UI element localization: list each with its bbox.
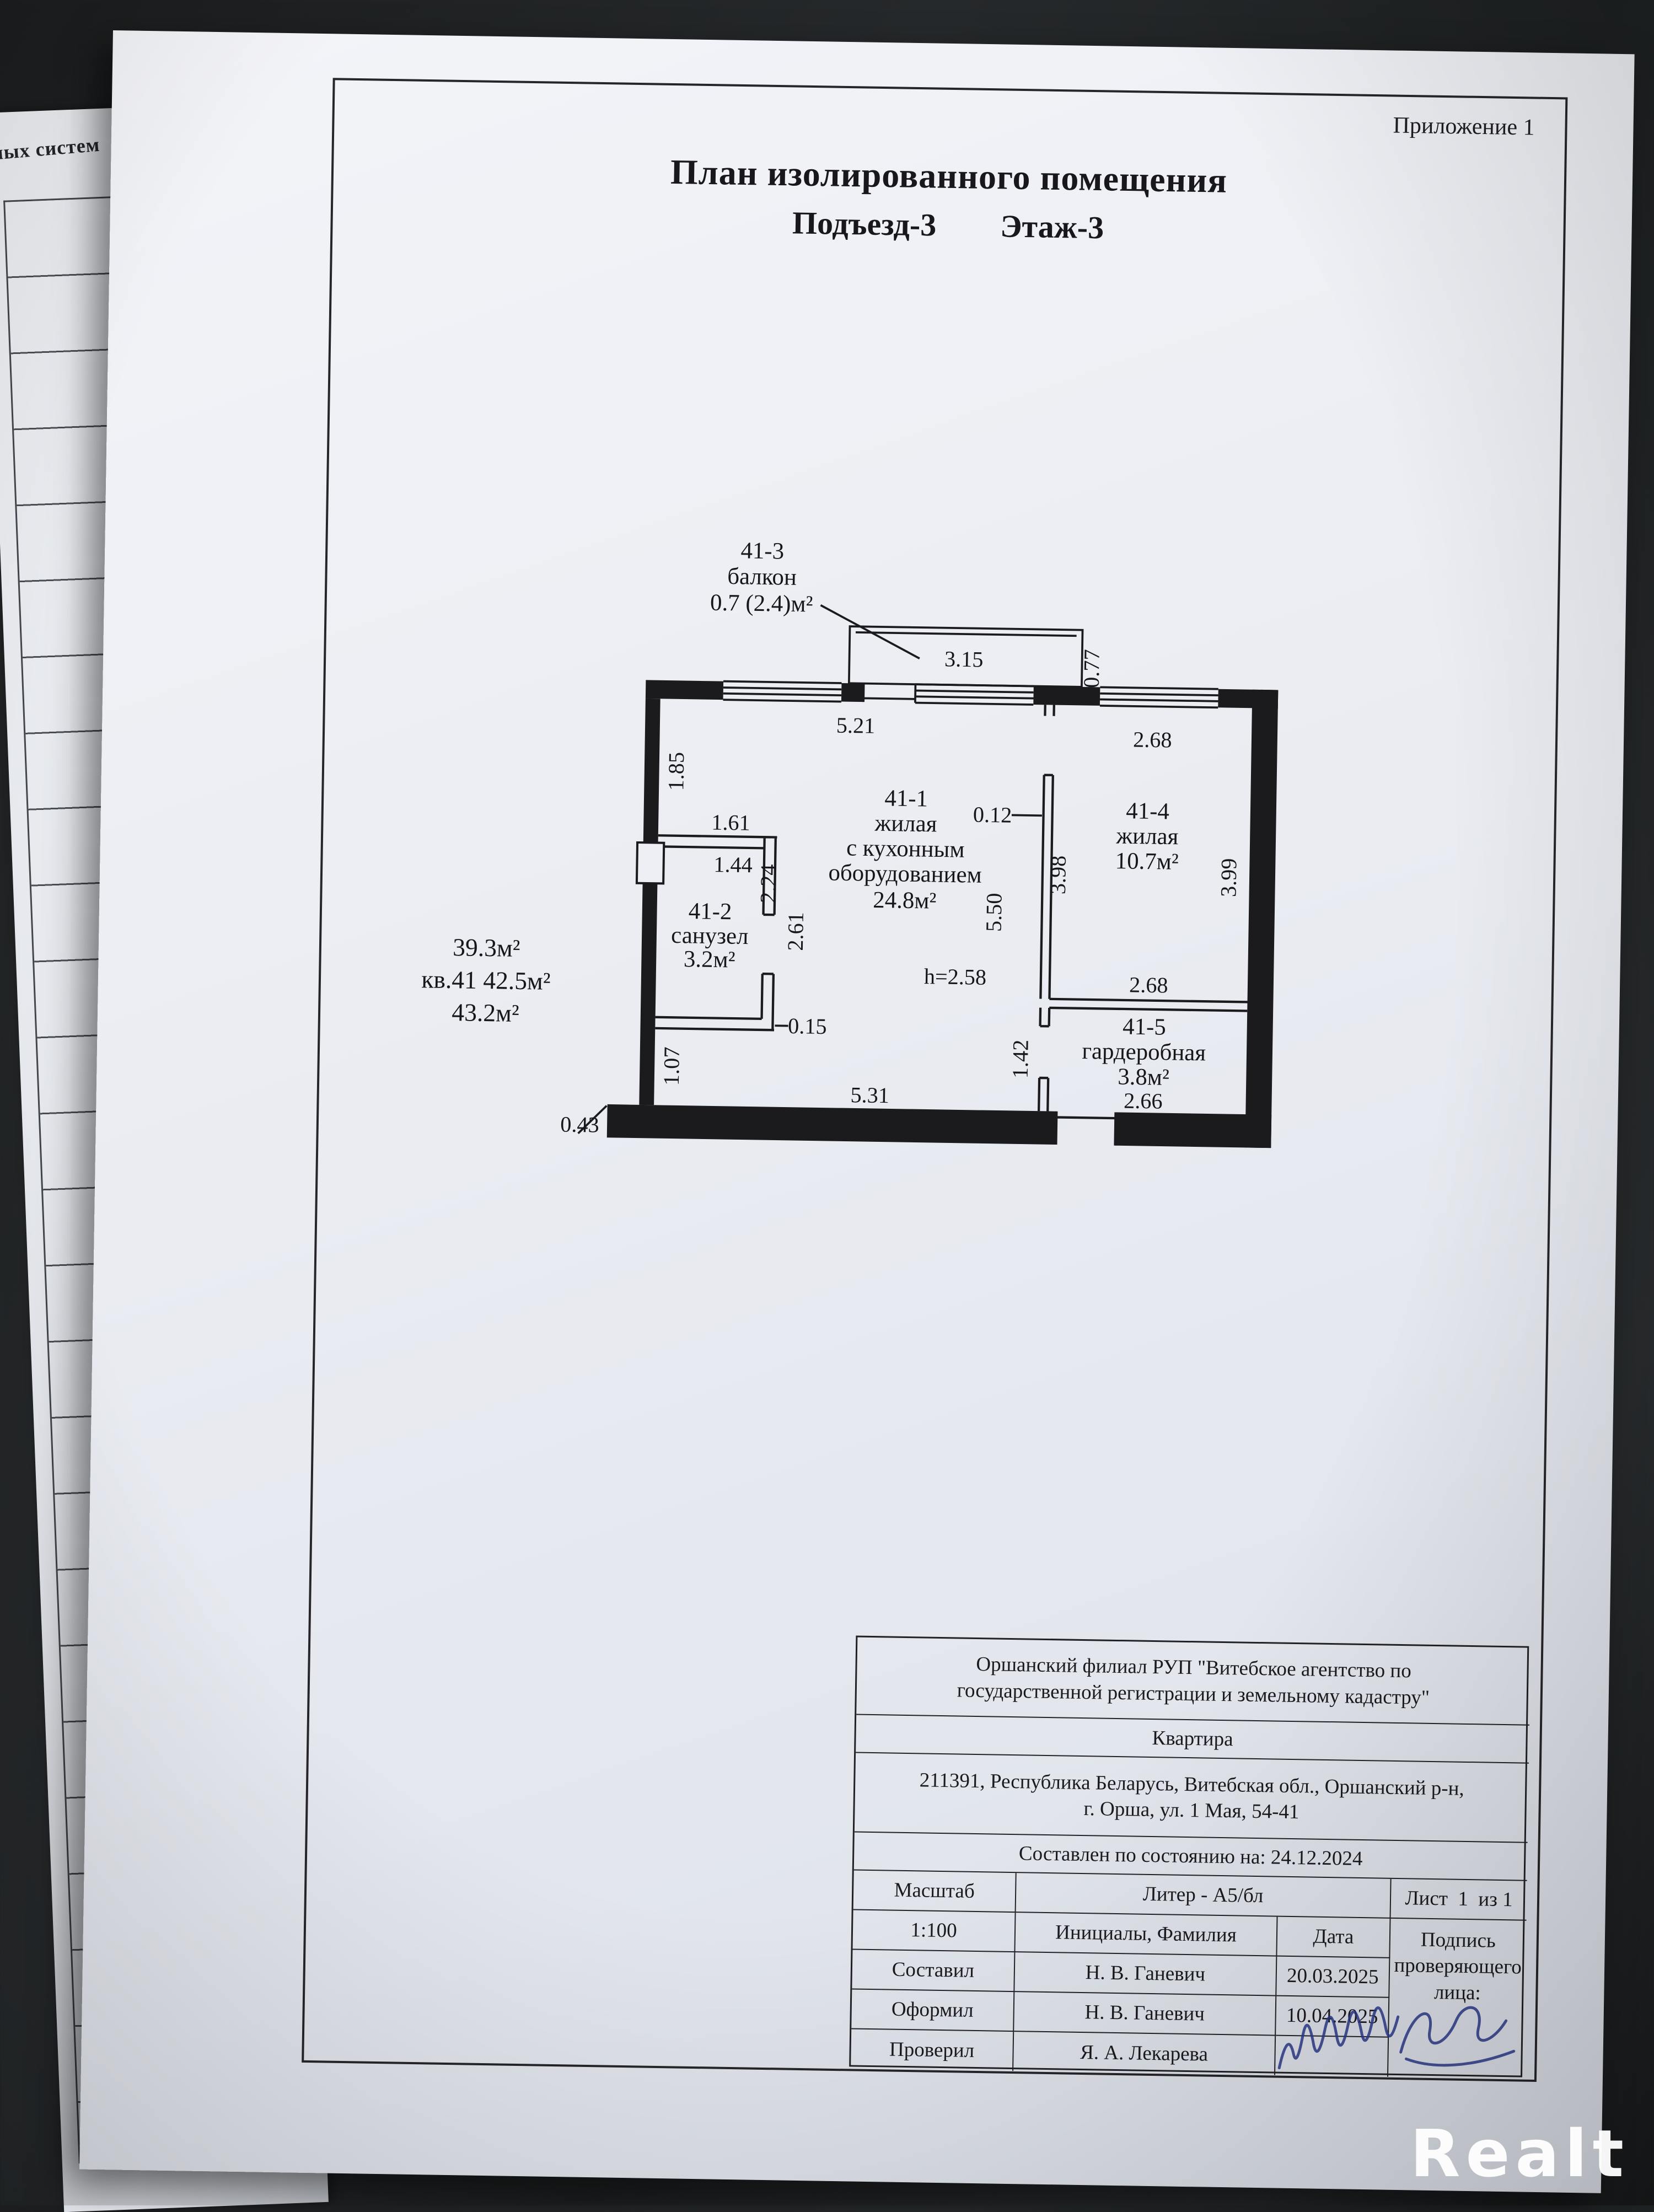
room-41-2-area: 3.2м² xyxy=(684,946,735,973)
dim-left-lower: 1.07 xyxy=(659,1046,684,1086)
role-cell-checked: Проверил xyxy=(851,2029,1014,2071)
room-41-4-name: жилая xyxy=(1115,823,1178,850)
scale-value-cell: 1:100 xyxy=(852,1910,1016,1953)
name-cell-compiled: Н. В. Ганевич xyxy=(1014,1952,1277,1996)
leader-lines xyxy=(577,604,1042,1135)
dim-bottom-41-1: 5.31 xyxy=(850,1082,889,1108)
dim-bath-wall: 2.61 xyxy=(783,912,808,951)
name-cell-checked: Я. А. Лекарева xyxy=(1013,2032,1276,2075)
room-41-4-area: 10.7м² xyxy=(1115,848,1179,875)
dim-41-4-left: 3.98 xyxy=(1045,855,1071,894)
page-subtitle: Подъезд-3 Этаж-3 xyxy=(792,205,1104,246)
date-cell-drafted: 10.04.2025 xyxy=(1276,1996,1390,2038)
room-41-3-name: балкон xyxy=(727,563,797,590)
scale-label-cell: Масштаб xyxy=(853,1870,1017,1913)
name-header-cell: Инициалы, Фамилия xyxy=(1015,1913,1278,1957)
room-41-3-id: 41-3 xyxy=(740,538,784,564)
dim-41-5-top: 2.68 xyxy=(1129,972,1168,997)
dim-partition-thickness: 0.12 xyxy=(973,802,1012,828)
annex-label: Приложение 1 xyxy=(1393,112,1535,141)
liter-cell: Литер - А5/бл xyxy=(1016,1873,1392,1919)
dim-41-5-bottom: 2.66 xyxy=(1124,1088,1163,1114)
room-41-2-name: санузел xyxy=(671,922,749,949)
dim-top-41-1: 5.21 xyxy=(836,713,876,738)
underlying-page-header: ных систем xyxy=(0,133,101,164)
vent-duct-symbol xyxy=(635,841,665,885)
dim-balcony-length: 3.15 xyxy=(944,646,984,672)
room-41-5-area: 3.8м² xyxy=(1118,1064,1169,1091)
date-cell-checked xyxy=(1275,2036,1389,2077)
room-41-2-id: 41-2 xyxy=(688,898,732,925)
name-cell-drafted: Н. В. Ганевич xyxy=(1014,1992,1277,2036)
room-41-5-id: 41-5 xyxy=(1123,1014,1166,1040)
summary-area-3: 43.2м² xyxy=(452,998,519,1027)
sign-label-2: проверяющего xyxy=(1394,1954,1522,1979)
dim-balcony-depth: 0.77 xyxy=(1079,649,1104,688)
address-line1: 211391, Республика Беларусь, Витебская о… xyxy=(919,1769,1465,1800)
dim-left-upper: 1.85 xyxy=(663,752,689,791)
room-41-4-id: 41-4 xyxy=(1126,798,1169,824)
walls xyxy=(606,680,1279,1148)
ceiling-height-note: h=2.58 xyxy=(924,964,987,990)
role-cell-drafted: Оформил xyxy=(851,1989,1015,2032)
signature-cell: Подпись проверяющего лица: xyxy=(1388,1919,1526,2079)
dim-bath-width: 1.44 xyxy=(713,852,753,877)
page-title: План изолированного помещения xyxy=(670,152,1228,200)
dim-bath-height: 2.24 xyxy=(755,864,781,903)
dim-41-4-right: 3.99 xyxy=(1216,858,1241,897)
room-41-1-id: 41-1 xyxy=(884,785,928,812)
dim-41-1-height: 5.50 xyxy=(981,893,1007,932)
entrance-opening xyxy=(1055,1111,1117,1146)
date-cell-compiled: 20.03.2025 xyxy=(1276,1956,1390,1998)
title-block: Оршанский филиал РУП "Витебское агентств… xyxy=(849,1635,1531,2079)
sign-label-1: Подпись xyxy=(1420,1928,1496,1952)
balcony-door-opening xyxy=(862,683,917,703)
role-cell-compiled: Составил xyxy=(852,1950,1016,1993)
dim-bath-top: 1.61 xyxy=(711,810,750,835)
partitions xyxy=(655,705,1248,1146)
room-41-5-name: гардеробная xyxy=(1082,1038,1206,1066)
room-41-1-area: 24.8м² xyxy=(873,887,937,914)
sign-label-3: лица: xyxy=(1433,1980,1481,2005)
dim-bath-wall-thickness: 0.15 xyxy=(788,1013,827,1039)
room-41-1-name2: с кухонным xyxy=(846,835,965,862)
date-header-cell: Дата xyxy=(1277,1916,1391,1958)
room-41-3-area: 0.7 (2.4)м² xyxy=(710,590,813,618)
summary-area-1: 39.3м² xyxy=(453,933,520,962)
room-41-1-name3: оборудованием xyxy=(828,860,982,888)
summary-area-2: кв.41 42.5м² xyxy=(421,965,551,995)
bathroom-partitions xyxy=(655,834,777,1032)
dim-bottom-jog: 0.43 xyxy=(560,1112,599,1137)
floor-plan: 41-3 балкон 0.7 (2.4)м² 3.15 0.77 5.21 2… xyxy=(421,538,1279,1148)
page-paper: Приложение 1 План изолированного помещен… xyxy=(79,30,1635,2193)
address-cell: 211391, Республика Беларусь, Витебская о… xyxy=(854,1753,1529,1843)
org-name-cell: Оршанский филиал РУП "Витебское агентств… xyxy=(856,1637,1531,1726)
dim-41-5-height: 1.42 xyxy=(1008,1039,1033,1078)
dim-top-41-4: 2.68 xyxy=(1133,727,1172,753)
sheet-cell: Лист 1 из 1 xyxy=(1390,1878,1527,1921)
room-41-1-name: жилая xyxy=(874,810,937,837)
balcony-outline xyxy=(847,625,1084,688)
address-line2: г. Орша, ул. 1 Мая, 54-41 xyxy=(1083,1797,1299,1824)
realt-watermark-logo: Realt xyxy=(1410,2116,1629,2192)
